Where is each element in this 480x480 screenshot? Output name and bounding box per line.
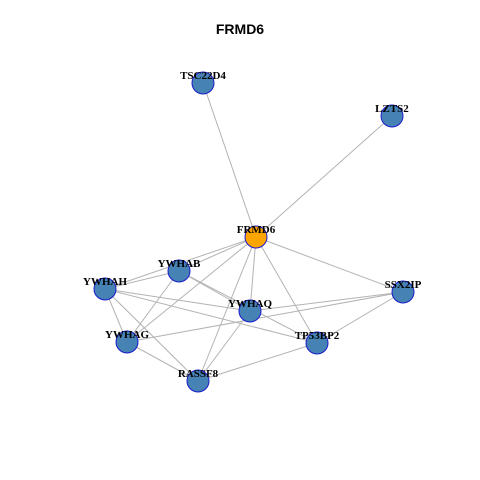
node-tp53bp2[interactable] xyxy=(305,331,329,355)
edge-ywhab-ywhah xyxy=(104,270,180,290)
edge-ywhag-rassf8 xyxy=(126,341,199,382)
node-label-frmd6: FRMD6 xyxy=(237,224,276,236)
edge-ywhaq-rassf8 xyxy=(197,310,251,382)
node-ywhag[interactable] xyxy=(115,330,139,354)
node-rassf8[interactable] xyxy=(186,369,210,393)
node-label-ywhaq: YWHAQ xyxy=(228,298,272,310)
node-label-ywhah: YWHAH xyxy=(83,276,127,288)
node-ywhab[interactable] xyxy=(167,259,191,283)
edge-ywhah-rassf8 xyxy=(104,288,199,382)
edge-frmd6-ywhaq xyxy=(249,236,257,312)
node-label-ssx2ip: SSX2IP xyxy=(385,279,422,291)
edge-frmd6-ywhab xyxy=(178,236,257,272)
edge-ywhag-ssx2ip xyxy=(126,291,404,343)
node-frmd6[interactable] xyxy=(244,225,268,249)
node-lzts2[interactable] xyxy=(380,104,404,128)
node-label-rassf8: RASSF8 xyxy=(178,368,219,380)
node-ywhaq[interactable] xyxy=(238,299,262,323)
node-ywhah[interactable] xyxy=(93,277,117,301)
node-label-lzts2: LZTS2 xyxy=(375,103,409,115)
edge-ywhah-ywhaq xyxy=(104,288,251,312)
edge-frmd6-ywhag xyxy=(126,236,257,343)
node-ssx2ip[interactable] xyxy=(391,280,415,304)
edge-ywhah-tp53bp2 xyxy=(104,288,318,344)
edge-frmd6-tsc22d4 xyxy=(202,82,257,238)
node-label-tsc22d4: TSC22D4 xyxy=(180,70,226,82)
node-label-ywhab: YWHAB xyxy=(158,258,201,270)
edge-frmd6-ssx2ip xyxy=(255,236,404,293)
node-label-ywhag: YWHAG xyxy=(105,329,149,341)
edge-ywhaq-ssx2ip xyxy=(249,291,404,312)
edge-frmd6-tp53bp2 xyxy=(255,236,318,344)
node-label-tp53bp2: TP53BP2 xyxy=(295,330,340,342)
node-tsc22d4[interactable] xyxy=(191,71,215,95)
edge-ywhab-ywhag xyxy=(126,270,180,343)
edge-tp53bp2-rassf8 xyxy=(197,342,318,382)
edge-frmd6-lzts2 xyxy=(255,115,393,238)
edge-frmd6-rassf8 xyxy=(197,236,257,382)
diagram-title: FRMD6 xyxy=(215,21,265,37)
node-layer xyxy=(93,71,415,393)
edge-ssx2ip-tp53bp2 xyxy=(316,291,404,344)
